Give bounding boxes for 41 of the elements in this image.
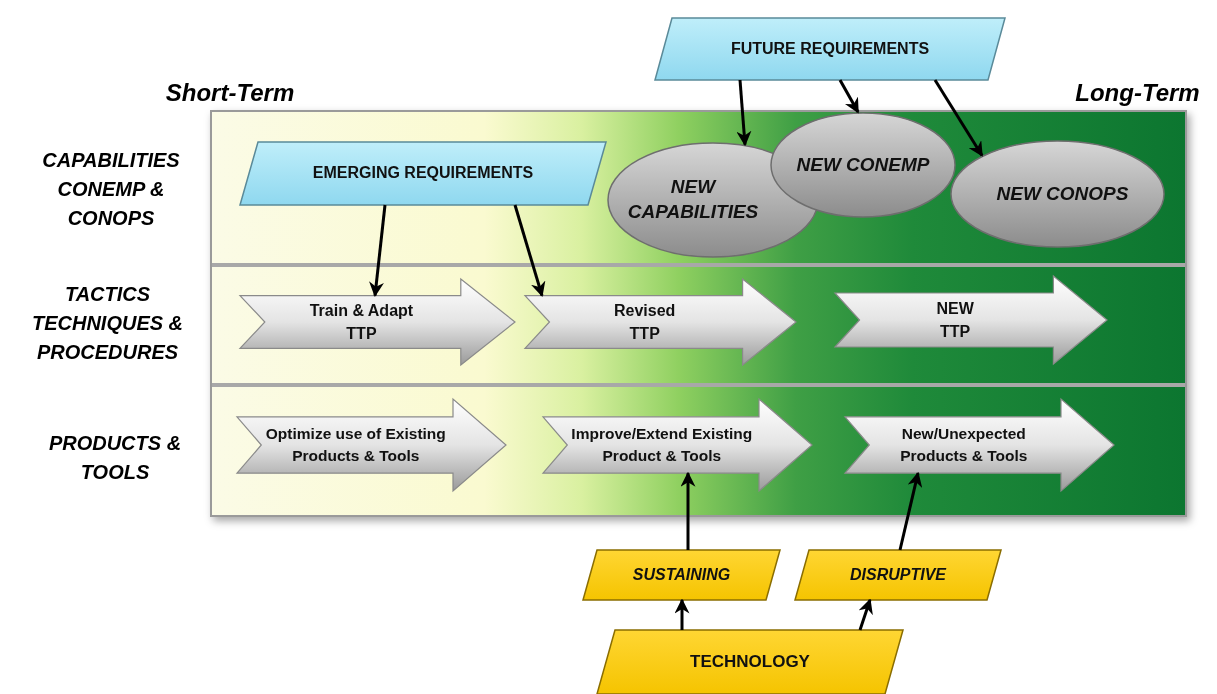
notched-step-box (525, 278, 797, 366)
notched-step-box (543, 398, 813, 492)
parallelogram-box (597, 630, 903, 694)
arrow (736, 79, 752, 147)
parallelogram-box (795, 550, 1001, 600)
node-label: NEW TTP (935, 298, 975, 342)
concept-ellipse (950, 140, 1165, 248)
arrow (369, 204, 387, 298)
arrow (933, 79, 984, 157)
arrow (513, 204, 546, 298)
row-label: CAPABILITIES CONEMP & CONOPS (41, 148, 181, 231)
node-label: TECHNOLOGY (689, 650, 811, 673)
node-label: NEW CAPABILITIES (626, 175, 760, 224)
node-label: Train & Adapt TTP (308, 300, 415, 344)
arrow (858, 598, 873, 631)
arrow (680, 471, 696, 550)
node-label: Optimize use of Existing Products & Tools (264, 423, 447, 466)
row-label: PRODUCTS & TOOLS (47, 431, 183, 485)
parallelogram-box (240, 142, 606, 205)
notched-step-box (237, 398, 507, 492)
arrow (838, 79, 860, 114)
node-label: NEW CONEMP (795, 152, 931, 177)
concept-ellipse (770, 112, 956, 218)
arrow (674, 598, 690, 630)
node-label: New/Unexpected Products & Tools (899, 423, 1029, 466)
notched-step-box (240, 278, 516, 366)
row-label: TACTICS TECHNIQUES & PROCEDURES (30, 282, 185, 365)
arrow (898, 471, 923, 551)
node-label: DISRUPTIVE (849, 564, 948, 585)
node-label: SUSTAINING (631, 564, 732, 585)
parallelogram-box (655, 18, 1005, 80)
notched-step-box (835, 275, 1108, 365)
parallelogram-box (583, 550, 780, 600)
notched-step-box (845, 398, 1115, 492)
node-label: Improve/Extend Existing Product & Tools (570, 423, 754, 466)
node-label: FUTURE REQUIREMENTS (729, 38, 931, 59)
node-label: Revised TTP (613, 300, 677, 344)
node-label: NEW CONOPS (995, 181, 1130, 206)
timeline-label: Long-Term (1074, 78, 1201, 108)
node-label: EMERGING REQUIREMENTS (311, 163, 535, 184)
timeline-label: Short-Term (164, 78, 296, 108)
